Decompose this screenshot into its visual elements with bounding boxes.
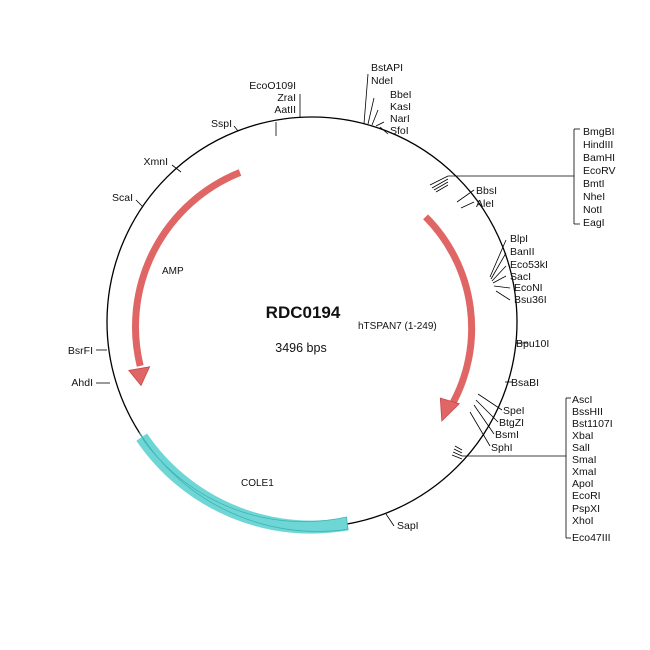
amp-label: AMP — [162, 266, 184, 277]
site-group-ahdi: AhdI — [71, 377, 110, 389]
site-label-scai: ScaI — [112, 192, 133, 204]
site-label-spei: SpeI — [503, 405, 525, 417]
amp-arrow-head — [128, 366, 151, 387]
site-label-ecori: EcoRI — [572, 490, 601, 502]
site-label-bsu36i: Bsu36I — [514, 294, 547, 306]
site-label-ecorv: EcoRV — [583, 165, 616, 177]
site-group-blpi: BlpI BanII Eco53kI SacI EcoNI Bsu36I — [489, 233, 548, 306]
site-label-nhei: NheI — [583, 191, 605, 203]
site-label-smai: SmaI — [572, 454, 597, 466]
site-label-bpu10i: Bpu10I — [516, 338, 549, 350]
site-group-bpu10i: Bpu10I — [516, 338, 549, 350]
site-label-sphi: SphI — [491, 442, 513, 454]
site-group-bmgbi: BmgBI HindIII BamHI EcoRV BmtI NheI NotI… — [429, 126, 616, 229]
site-group-scai: ScaI — [112, 192, 144, 208]
site-label-xhoi: XhoI — [572, 515, 594, 527]
site-label-aatii: AatII — [274, 104, 296, 116]
site-label-bmti: BmtI — [583, 178, 605, 190]
amp-arrow-body — [132, 169, 242, 367]
site-label-ahdi: AhdI — [71, 377, 93, 389]
site-label-xmni: XmnI — [143, 156, 168, 168]
cole1-label: COLE1 — [241, 478, 274, 489]
site-label-eagi: EagI — [583, 217, 605, 229]
site-group-sspi: SspI — [211, 118, 239, 132]
plasmid-size: 3496 bps — [275, 341, 326, 355]
site-label-pspxi: PspXI — [572, 503, 600, 515]
site-group-asci: AscI BssHII Bst1107I XbaI SalI SmaI XmaI… — [451, 394, 613, 544]
site-label-bbei: BbeI — [390, 89, 412, 101]
site-group-bbsi: BbsI AleI — [456, 185, 497, 210]
site-group-bstapi: BstAPI NdeI — [363, 62, 403, 125]
site-label-sali: SalI — [572, 442, 590, 454]
site-label-asci: AscI — [572, 394, 592, 406]
site-label-ecoo109i: EcoO109I — [249, 80, 296, 92]
site-label-bstapi: BstAPI — [371, 62, 403, 74]
htspan7-arrow-head — [439, 397, 461, 422]
site-label-bamhi: BamHI — [583, 152, 615, 164]
site-label-bmgbi: BmgBI — [583, 126, 615, 138]
site-group-bsrfi: BsrFI — [68, 345, 107, 357]
site-group-bbei: BbeI KasI NarI SfoI — [367, 89, 412, 137]
site-label-xmai: XmaI — [572, 466, 597, 478]
plasmid-name: RDC0194 — [266, 303, 341, 322]
site-label-kasi: KasI — [390, 101, 411, 113]
site-label-apoi: ApoI — [572, 478, 594, 490]
site-label-banii: BanII — [510, 246, 535, 258]
site-label-eco47iii: Eco47III — [572, 532, 611, 544]
site-label-bbsi: BbsI — [476, 185, 497, 197]
site-group-sapi: SapI — [385, 513, 419, 532]
site-label-sspi: SspI — [211, 118, 232, 130]
htspan7-label: hTSPAN7 (1-249) — [358, 321, 437, 332]
site-group-bsabi: BsaBI — [505, 377, 539, 389]
site-label-hindiii: HindIII — [583, 139, 613, 151]
site-label-btgzi: BtgZI — [499, 417, 524, 429]
cole1-band-outline — [139, 432, 349, 532]
site-label-econi: EcoNI — [514, 282, 543, 294]
site-label-bsabi: BsaBI — [511, 377, 539, 389]
site-label-bst1107i: Bst1107I — [572, 418, 613, 430]
site-label-sapi: SapI — [397, 520, 419, 532]
site-label-eco53ki: Eco53kI — [510, 259, 548, 271]
site-label-ndei: NdeI — [371, 75, 393, 87]
site-label-alei: AleI — [476, 198, 494, 210]
site-label-xbai: XbaI — [572, 430, 594, 442]
site-label-noti: NotI — [583, 204, 602, 216]
site-label-nari: NarI — [390, 113, 410, 125]
site-label-bsmi: BsmI — [495, 429, 519, 441]
site-group-xmni: XmnI — [143, 156, 182, 173]
site-group-spei: SpeI BtgZI BsmI SphI — [469, 393, 525, 454]
site-label-sfoi: SfoI — [390, 125, 409, 137]
htspan7-arrow-body — [423, 214, 476, 408]
site-group-ecoo109i: EcoO109I ZraI AatII — [249, 80, 301, 136]
site-label-saci: SacI — [510, 271, 531, 283]
site-label-bsshii: BssHII — [572, 406, 603, 418]
site-label-bsrfi: BsrFI — [68, 345, 93, 357]
site-label-zrai: ZraI — [277, 92, 296, 104]
site-label-blpi: BlpI — [510, 233, 528, 245]
